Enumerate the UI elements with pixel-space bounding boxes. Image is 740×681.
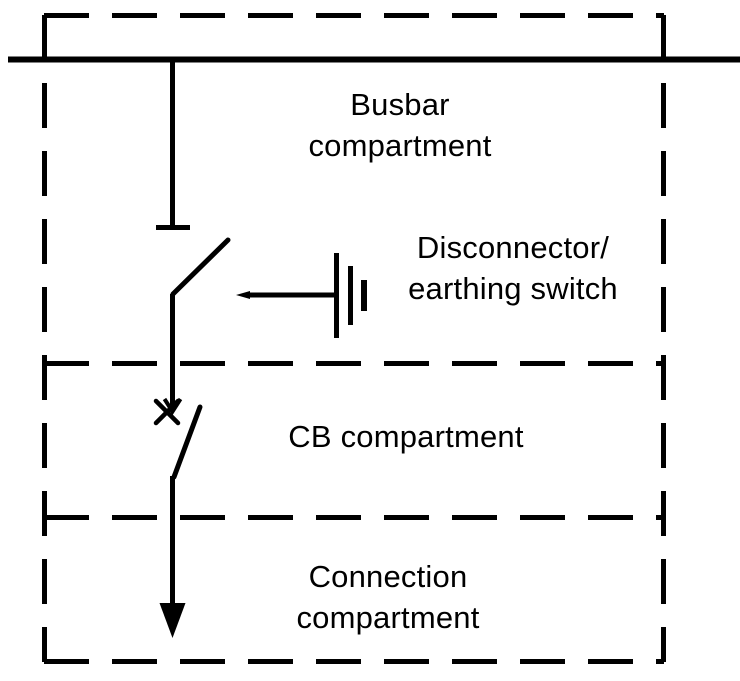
connection-compartment-label: Connection compartment xyxy=(296,556,479,638)
disconnector-label-line2: earthing switch xyxy=(408,271,618,306)
cb-cross-icon xyxy=(153,398,181,426)
cb-compartment-label: CB compartment xyxy=(288,416,523,457)
outgoing-feeder-arrow-icon xyxy=(159,476,186,638)
earth-ground-icon xyxy=(334,253,367,338)
disconnector-earthing-switch-label: Disconnector/ earthing switch xyxy=(408,227,618,309)
connection-compartment-label-line1: Connection xyxy=(308,559,468,594)
enclosure-dashed-border xyxy=(42,13,666,664)
circuit-breaker-icon xyxy=(153,397,203,480)
disconnector-label-line1: Disconnector/ xyxy=(416,230,610,265)
connection-compartment-label-line2: compartment xyxy=(296,600,480,635)
busbar-compartment-label-line1: Busbar xyxy=(350,87,450,122)
cb-compartment-label-line1: CB compartment xyxy=(288,419,524,454)
earthing-switch-icon xyxy=(236,253,367,338)
busbar-compartment-label: Busbar compartment xyxy=(308,84,491,166)
disconnector-blade-icon xyxy=(170,237,231,297)
outgoing-feeder-arrowhead xyxy=(159,603,186,638)
cb-blade-icon xyxy=(171,404,203,480)
busbar-compartment-label-line2: compartment xyxy=(308,128,492,163)
